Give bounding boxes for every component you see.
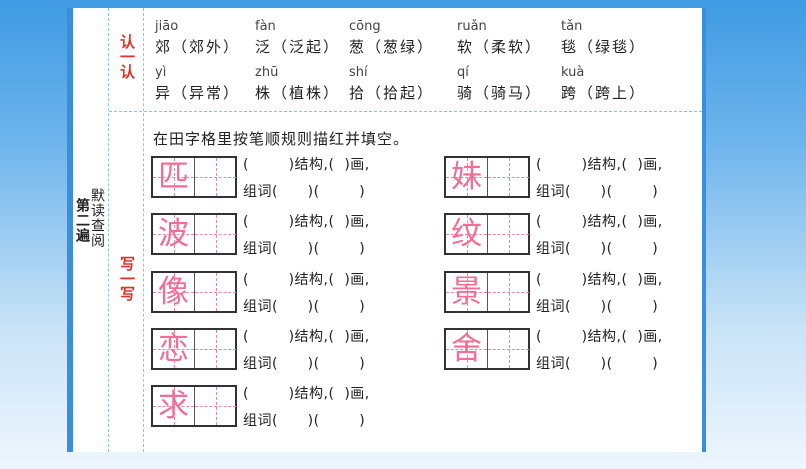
hanzi-word: 异（异常） <box>155 84 241 102</box>
word-blank[interactable]: 组词( )( ) <box>536 241 659 257</box>
grid-cell[interactable] <box>488 215 529 253</box>
grid-cell[interactable] <box>488 158 529 196</box>
hanzi-word: 软（柔软） <box>457 38 543 56</box>
hanzi-word: 骑（骑马） <box>457 84 543 102</box>
word-blank[interactable]: 组词( )( ) <box>536 184 659 200</box>
row-divider <box>109 111 702 112</box>
tian-grid[interactable]: 纹 <box>444 213 530 255</box>
recognize-label: 认一认 <box>118 34 136 79</box>
word-blank[interactable]: 组词( )( ) <box>536 356 659 372</box>
word-blank[interactable]: 组词( )( ) <box>243 356 366 372</box>
pinyin: cōng <box>349 19 381 34</box>
structure-strokes-blank[interactable]: ( )结构,( )画, <box>243 386 370 402</box>
grid-cell[interactable] <box>446 330 488 368</box>
vocab-item: tǎn 毯（绿毯） <box>561 18 646 57</box>
write-label: 写一写 <box>118 256 136 301</box>
tian-grid[interactable]: 求 <box>151 385 237 427</box>
word-blank[interactable]: 组词( )( ) <box>243 299 366 315</box>
grid-cell[interactable] <box>488 330 529 368</box>
worksheet: 第二遍 默读查阅 认一认 写一写 jiāo 郊（郊外） fàn 泛（泛起） cōng 葱（… <box>67 8 706 452</box>
pinyin: kuà <box>561 65 585 80</box>
word-blank[interactable]: 组词( )( ) <box>243 184 366 200</box>
structure-strokes-blank[interactable]: ( )结构,( )画, <box>536 157 663 173</box>
grid-cell[interactable] <box>488 273 529 311</box>
vocab-item: shí 拾（拾起） <box>349 64 434 103</box>
structure-strokes-blank[interactable]: ( )结构,( )画, <box>536 329 663 345</box>
trace-character: 舍 <box>451 331 482 367</box>
grid-cell[interactable] <box>446 158 488 196</box>
trace-character: 景 <box>451 274 482 310</box>
trace-character: 匹 <box>158 159 189 195</box>
hanzi-word: 郊（郊外） <box>155 38 241 56</box>
chapter-subtitle: 默读查阅 <box>89 188 105 248</box>
grid-cell[interactable] <box>153 215 195 253</box>
structure-strokes-blank[interactable]: ( )结构,( )画, <box>536 272 663 288</box>
hanzi-word: 葱（葱绿） <box>349 38 435 56</box>
trace-character: 恋 <box>158 331 189 367</box>
pinyin: fàn <box>255 19 276 34</box>
pinyin: jiāo <box>155 19 179 34</box>
vocab-item: zhū 株（植株） <box>255 64 340 103</box>
vocab-item: ruǎn 软（柔软） <box>457 18 542 57</box>
tian-grid[interactable]: 像 <box>151 271 237 313</box>
trace-character: 像 <box>158 274 189 310</box>
trace-character: 波 <box>158 216 189 252</box>
column-divider <box>143 8 144 452</box>
vocab-item: jiāo 郊（郊外） <box>155 18 240 57</box>
vocab-item: cōng 葱（葱绿） <box>349 18 434 57</box>
word-blank[interactable]: 组词( )( ) <box>536 299 659 315</box>
grid-cell[interactable] <box>446 273 488 311</box>
hanzi-word: 泛（泛起） <box>255 38 341 56</box>
vocab-item: kuà 跨（跨上） <box>561 64 646 103</box>
grid-cell[interactable] <box>153 273 195 311</box>
trace-character: 妹 <box>451 159 482 195</box>
vocab-item: qí 骑（骑马） <box>457 64 542 103</box>
grid-cell[interactable] <box>153 330 195 368</box>
hanzi-word: 跨（跨上） <box>561 84 647 102</box>
left-border <box>67 8 73 452</box>
grid-cell[interactable] <box>195 273 236 311</box>
vocab-item: yì 异（异常） <box>155 64 240 103</box>
pinyin: qí <box>457 65 469 80</box>
structure-strokes-blank[interactable]: ( )结构,( )画, <box>243 272 370 288</box>
tian-grid[interactable]: 恋 <box>151 328 237 370</box>
pinyin: tǎn <box>561 19 583 34</box>
grid-cell[interactable] <box>195 158 236 196</box>
structure-strokes-blank[interactable]: ( )结构,( )画, <box>243 157 370 173</box>
structure-strokes-blank[interactable]: ( )结构,( )画, <box>243 214 370 230</box>
chapter-label: 第二遍 <box>74 198 90 243</box>
tian-grid[interactable]: 妹 <box>444 156 530 198</box>
grid-cell[interactable] <box>153 387 195 425</box>
column-divider <box>108 8 109 452</box>
grid-cell[interactable] <box>446 215 488 253</box>
pinyin: zhū <box>255 65 279 80</box>
grid-cell[interactable] <box>195 215 236 253</box>
grid-cell[interactable] <box>153 158 195 196</box>
grid-cell[interactable] <box>195 330 236 368</box>
structure-strokes-blank[interactable]: ( )结构,( )画, <box>243 329 370 345</box>
pinyin: yì <box>155 65 167 80</box>
grid-cell[interactable] <box>195 387 236 425</box>
hanzi-word: 毯（绿毯） <box>561 38 647 56</box>
trace-character: 求 <box>158 388 189 424</box>
trace-character: 纹 <box>451 216 482 252</box>
hanzi-word: 株（植株） <box>255 84 341 102</box>
word-blank[interactable]: 组词( )( ) <box>243 241 366 257</box>
vocab-item: fàn 泛（泛起） <box>255 18 340 57</box>
tian-grid[interactable]: 景 <box>444 271 530 313</box>
instruction-text: 在田字格里按笔顺规则描红并填空。 <box>153 130 410 148</box>
tian-grid[interactable]: 舍 <box>444 328 530 370</box>
tian-grid[interactable]: 匹 <box>151 156 237 198</box>
tian-grid[interactable]: 波 <box>151 213 237 255</box>
structure-strokes-blank[interactable]: ( )结构,( )画, <box>536 214 663 230</box>
word-blank[interactable]: 组词( )( ) <box>243 413 366 429</box>
right-border <box>702 8 706 452</box>
pinyin: shí <box>349 65 368 80</box>
hanzi-word: 拾（拾起） <box>349 84 435 102</box>
pinyin: ruǎn <box>457 19 487 34</box>
